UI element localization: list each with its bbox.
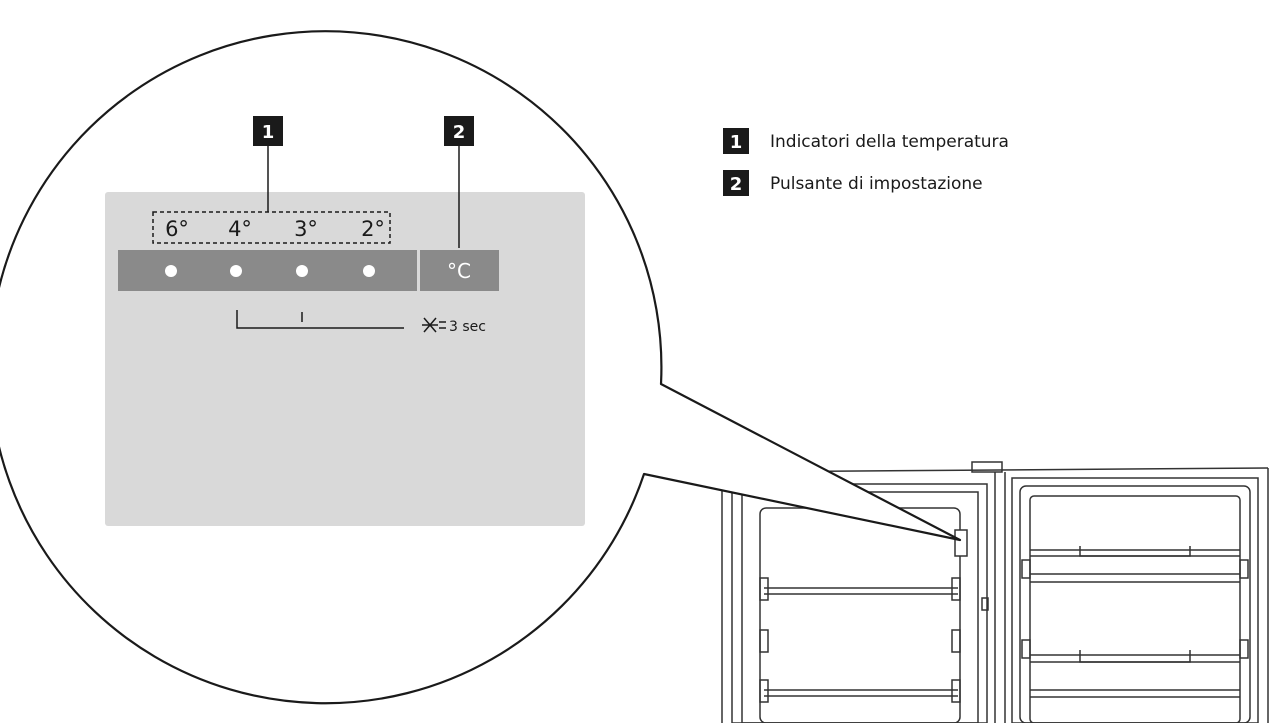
legend-item-1: 1 Indicatori della temperatura	[723, 128, 1009, 154]
badge-set-button: 2	[444, 116, 474, 248]
set-button-label: °C	[447, 259, 471, 283]
legend-text-2: Pulsante di impostazione	[770, 174, 983, 194]
legend-number-2: 2	[730, 174, 743, 195]
indicator-light-3	[296, 265, 308, 277]
temperature-label-2: 2°	[361, 217, 385, 241]
indicator-light-2	[363, 265, 375, 277]
indicator-light-6	[165, 265, 177, 277]
temperature-labels-box	[152, 211, 391, 244]
control-panel	[105, 192, 585, 526]
temperature-label-6: 6°	[165, 217, 189, 241]
badge-indicators: 1	[253, 116, 283, 212]
temperature-label-3: 3°	[294, 217, 318, 241]
set-temperature-button[interactable]: °C	[420, 250, 499, 291]
svg-text:2: 2	[453, 122, 466, 143]
indicator-bracket	[236, 310, 404, 329]
hold-duration-label: 3 sec	[449, 319, 486, 335]
legend-item-2: 2 Pulsante di impostazione	[723, 170, 983, 196]
indicator-light-4	[230, 265, 242, 277]
legend-number-1: 1	[730, 132, 743, 153]
temperature-label-4: 4°	[228, 217, 252, 241]
snowflake-icon	[422, 317, 446, 333]
svg-text:1: 1	[262, 122, 275, 143]
legend-text-1: Indicatori della temperatura	[770, 132, 1009, 152]
fridge-illustration	[719, 461, 1269, 723]
